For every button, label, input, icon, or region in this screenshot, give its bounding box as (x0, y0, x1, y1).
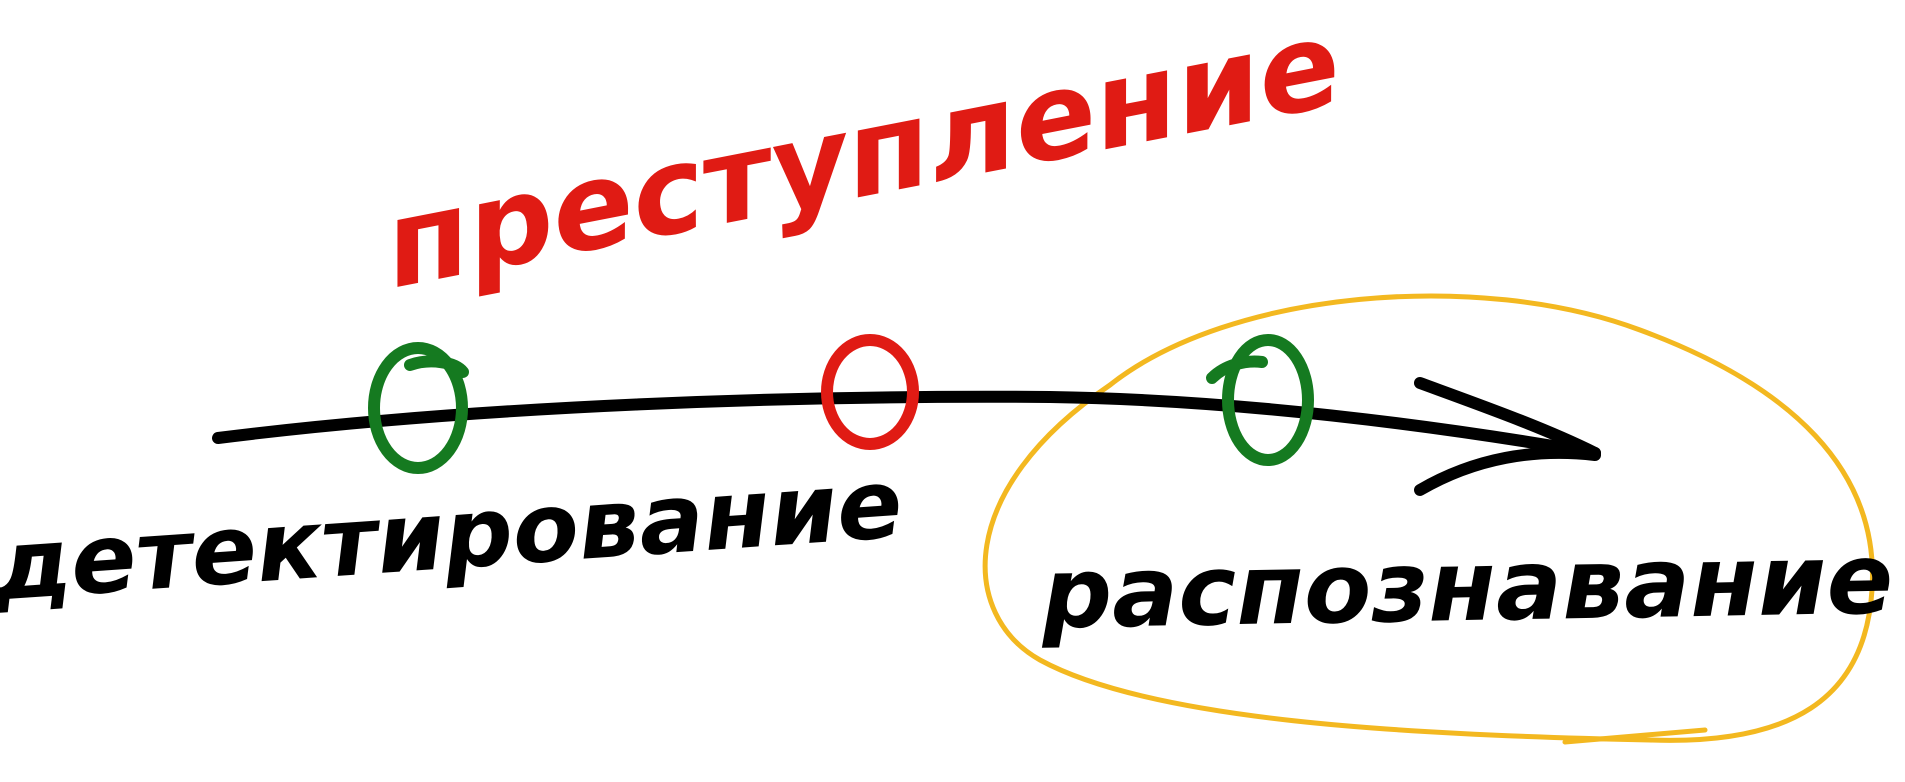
timeline-arrowhead-bottom (1414, 446, 1601, 496)
recognition-highlight-tail (1562, 727, 1708, 745)
timeline-arrowhead-top (1414, 377, 1601, 459)
recognition-highlight-ellipse (982, 293, 1875, 743)
crime-label: преступление (373, 0, 1351, 316)
recognition-marker (1222, 334, 1314, 466)
detection-marker (368, 342, 468, 474)
recognition-label: распознавание (1040, 523, 1894, 652)
crime-marker (821, 334, 919, 450)
detection-marker-tick (404, 355, 469, 378)
detection-label: детектирование (0, 447, 906, 622)
recognition-marker-tick (1206, 355, 1268, 384)
